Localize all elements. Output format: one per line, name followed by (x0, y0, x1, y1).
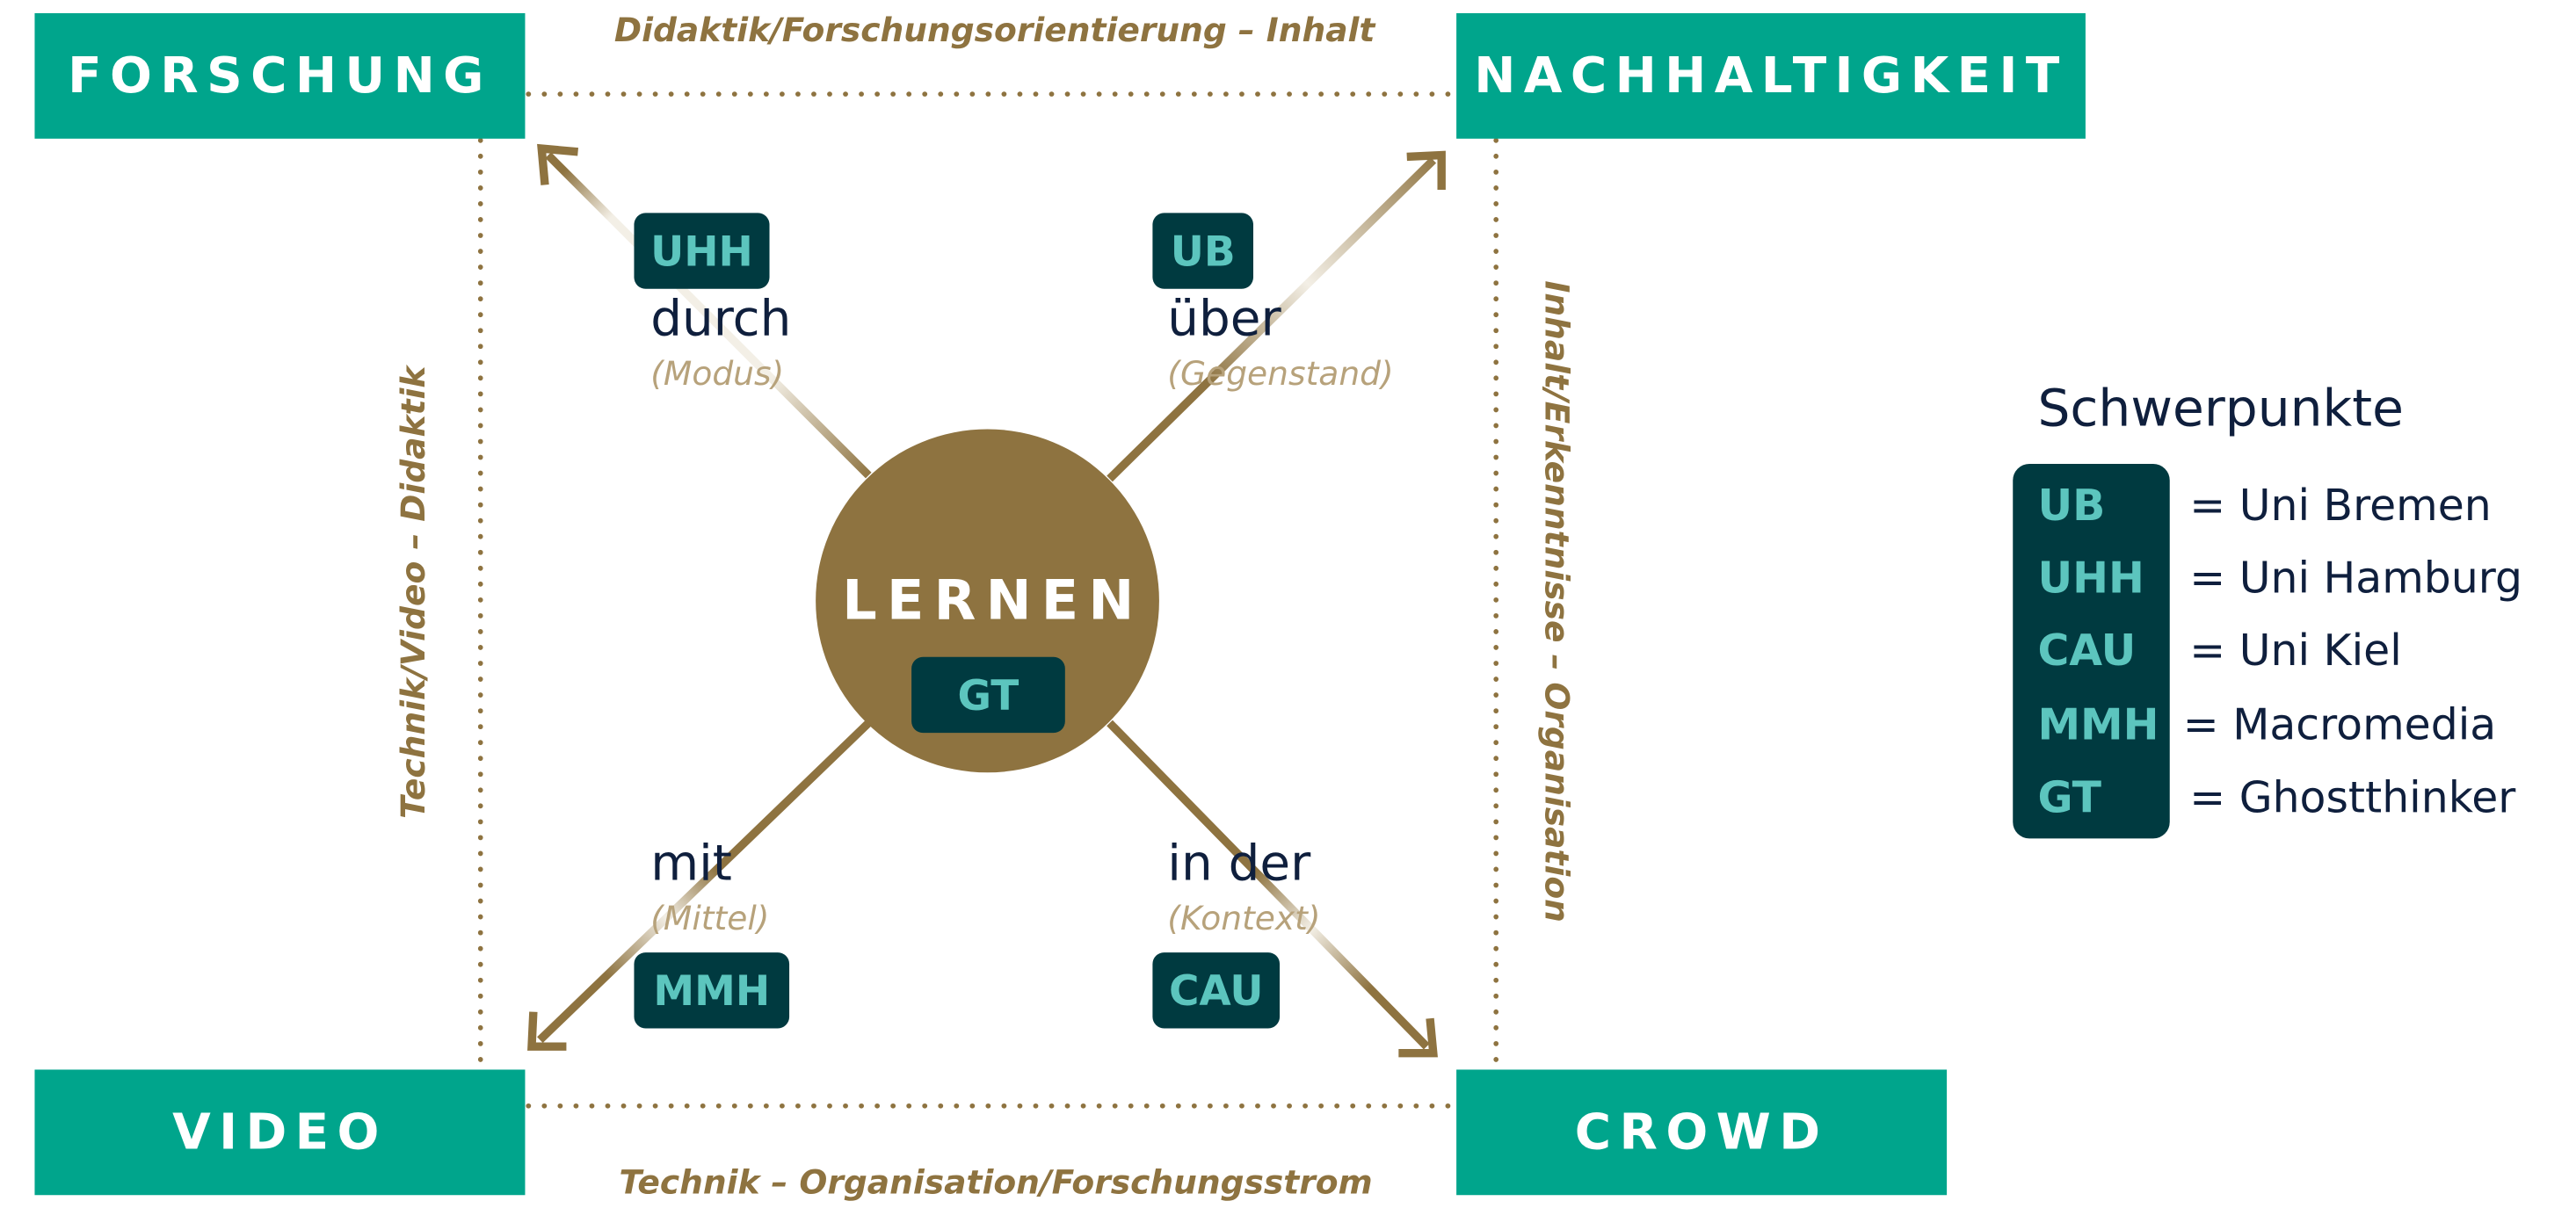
legend-text-mmh: = Macromedia (2182, 701, 2497, 751)
legend-code-uhh: UHH (2037, 554, 2144, 604)
edge-label-right: Inhalt/Erkenntnisse – Organisation (1537, 280, 1578, 922)
legend-text-ub: = Uni Bremen (2189, 481, 2492, 532)
edge-label-top: Didaktik/Forschungsorientierung – Inhalt (613, 10, 1375, 50)
legend-code-cau: CAU (2037, 626, 2137, 677)
preposition-in-der: in der (1167, 835, 1311, 894)
edge-label-left: Technik/Video – Didaktik (393, 365, 433, 819)
arrow-bottom-right (1107, 720, 1430, 1050)
arrowhead-bottom-left (527, 1011, 567, 1051)
corner-forschung: FORSCHUNG (34, 13, 526, 139)
badge-ub: UB (1152, 213, 1254, 289)
badge-cau: CAU (1152, 952, 1281, 1029)
role-gegenstand: (Gegenstand) (1167, 353, 1394, 394)
preposition-durch: durch (650, 290, 792, 349)
role-kontext: (Kontext) (1167, 898, 1321, 938)
legend-code-gt: GT (2037, 774, 2102, 824)
preposition-mit: mit (650, 835, 732, 894)
arrow-top-left (545, 152, 872, 479)
arrow-top-right (1107, 156, 1437, 482)
legend-text-cau: = Uni Kiel (2189, 626, 2402, 677)
center-circle (816, 429, 1159, 773)
dotted-frame (477, 91, 1499, 1109)
role-mittel: (Mittel) (650, 898, 770, 938)
corner-crowd: CROWD (1456, 1069, 1948, 1196)
arrowhead-bottom-right (1398, 1017, 1438, 1058)
legend-code-box (2013, 463, 2170, 839)
badge-uhh: UHH (634, 213, 770, 289)
legend-text-gt: = Ghostthinker (2189, 774, 2516, 824)
role-modus: (Modus) (650, 353, 785, 394)
arrows (527, 143, 1446, 1058)
arrow-bottom-left (537, 720, 872, 1044)
arrowhead-top-left (537, 143, 579, 185)
center-label: LERNEN (842, 568, 1144, 633)
preposition-ueber: über (1167, 290, 1281, 349)
badge-mmh: MMH (634, 952, 790, 1029)
legend-code-mmh: MMH (2037, 701, 2159, 751)
arrowhead-top-right (1406, 150, 1446, 191)
badge-gt-center: GT (911, 656, 1065, 734)
edge-label-bottom: Technik – Organisation/Forschungsstrom (619, 1161, 1373, 1202)
corner-video: VIDEO (34, 1069, 526, 1196)
legend-code-ub: UB (2037, 481, 2106, 532)
legend-text-uhh: = Uni Hamburg (2189, 554, 2523, 604)
corner-nachhaltigkeit: NACHHALTIGKEIT (1456, 13, 2086, 139)
legend-title: Schwerpunkte (2037, 380, 2404, 439)
